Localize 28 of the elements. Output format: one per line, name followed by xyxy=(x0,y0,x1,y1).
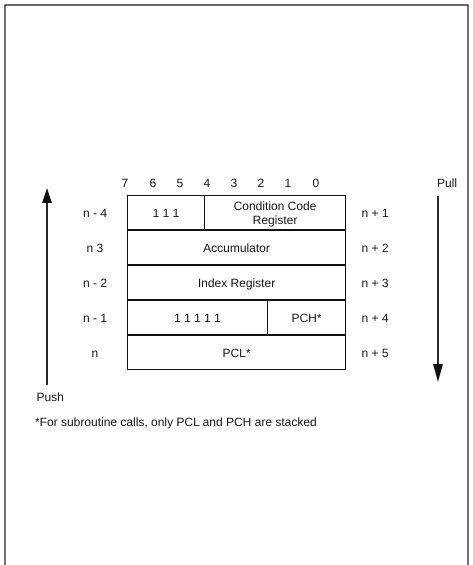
stack-address: n + 4 xyxy=(362,310,389,324)
direction-label: Pull xyxy=(437,176,458,190)
register-cell: PCL* xyxy=(127,335,346,370)
bit-number: 3 xyxy=(230,176,238,190)
bit-field: 1 1 1 1 1 xyxy=(127,300,268,335)
stack-address: n 3 xyxy=(86,240,104,254)
register-cell: Index Register xyxy=(127,265,346,300)
stack-address: n + 2 xyxy=(362,240,389,254)
bit-number: 7 xyxy=(122,176,128,190)
stack-address: n + 5 xyxy=(362,346,389,360)
register-cell: Accumulator xyxy=(127,230,346,265)
bit-number: 0 xyxy=(312,176,320,190)
stack-address: n + 3 xyxy=(362,276,389,290)
bit-number: 4 xyxy=(204,176,210,190)
bit-number: 6 xyxy=(150,176,156,190)
register-cell: Condition Code Register xyxy=(204,195,346,230)
footnote: *For subroutine calls, only PCL and PCH are stacked xyxy=(35,415,317,429)
stack-address: n - 4 xyxy=(83,206,108,220)
stack-address: n + 1 xyxy=(362,206,389,220)
bit-number: 5 xyxy=(176,176,184,190)
bit-number: 1 xyxy=(284,176,292,190)
bit-field: 1 1 1 xyxy=(127,195,205,230)
direction-label: Push xyxy=(36,390,64,404)
stack-address: n - 2 xyxy=(83,276,108,290)
register-cell: PCH* xyxy=(267,300,346,335)
stack-address: n xyxy=(92,346,98,360)
stack-address: n - 1 xyxy=(83,310,108,324)
bit-number: 2 xyxy=(258,176,264,190)
